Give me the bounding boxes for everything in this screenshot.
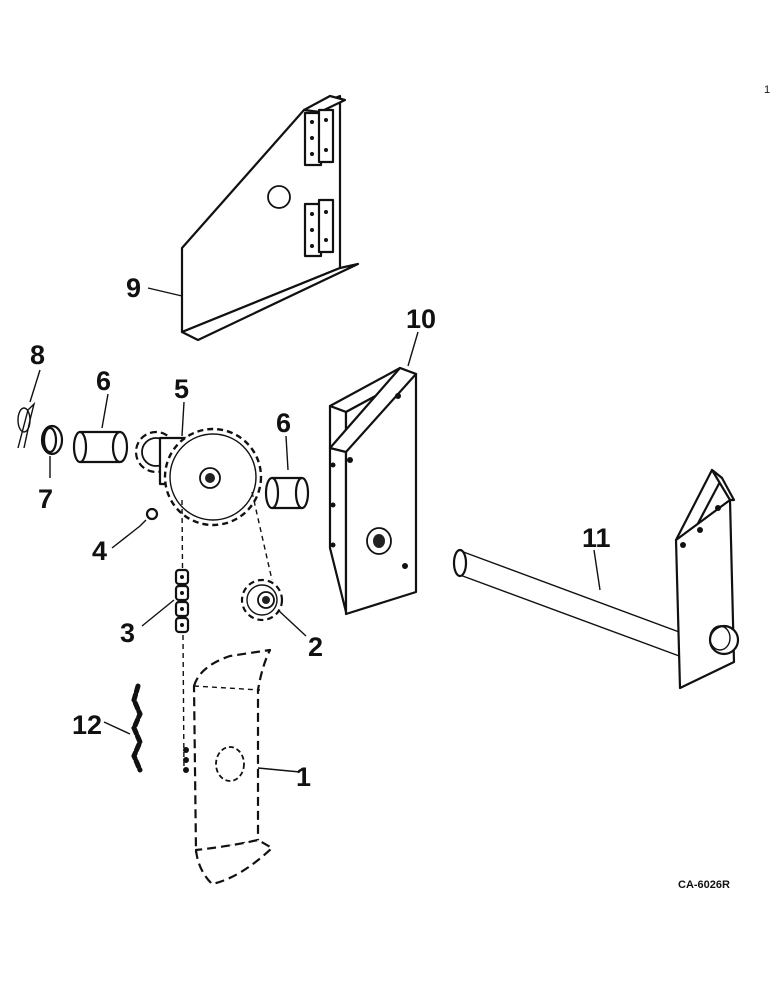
callout-3: 3 bbox=[120, 618, 135, 648]
callout-5: 5 bbox=[174, 374, 189, 404]
part-5-double-sprocket bbox=[134, 427, 263, 527]
part-9-upper-cover bbox=[180, 94, 360, 342]
callout-2: 2 bbox=[308, 632, 323, 662]
callout-8: 8 bbox=[30, 340, 45, 370]
part-1-chain-guard bbox=[192, 648, 274, 886]
callout-11: 11 bbox=[582, 523, 611, 553]
chain-path-left bbox=[181, 499, 185, 771]
callout-12: 12 bbox=[72, 710, 102, 740]
leader-10 bbox=[407, 331, 419, 367]
chain-link-fragment bbox=[183, 747, 189, 773]
callout-6a: 6 bbox=[96, 366, 111, 396]
callout-4: 4 bbox=[92, 536, 107, 566]
leader-11 bbox=[593, 549, 601, 591]
leader-3 bbox=[141, 599, 175, 627]
part-11-shaft-with-bracket bbox=[452, 468, 740, 690]
part-8-cotter-pin bbox=[17, 401, 36, 449]
chain-path-right bbox=[251, 491, 273, 581]
leader-9 bbox=[147, 287, 183, 297]
part-12-chain bbox=[131, 683, 143, 773]
leader-6b bbox=[285, 435, 289, 471]
hinge-bottom-icon bbox=[303, 198, 335, 258]
leader-1 bbox=[257, 767, 301, 773]
large-gear-icon bbox=[163, 427, 263, 527]
leader-4 bbox=[111, 525, 141, 549]
callout-9: 9 bbox=[126, 273, 141, 303]
leader-12 bbox=[103, 721, 131, 735]
callout-7: 7 bbox=[38, 484, 53, 514]
leader-8 bbox=[29, 369, 41, 403]
leader-5 bbox=[181, 401, 185, 437]
leader-6a bbox=[101, 393, 109, 429]
part-6-bushing-right bbox=[264, 476, 310, 510]
hinge-top-icon bbox=[303, 108, 335, 167]
callout-10: 10 bbox=[406, 304, 436, 334]
part-4-link-pin bbox=[139, 507, 159, 527]
part-10-side-plate bbox=[328, 366, 418, 616]
page-mark: 1 bbox=[764, 84, 770, 96]
drawing-code: CA-6026R bbox=[678, 879, 730, 891]
callout-1: 1 bbox=[296, 762, 311, 792]
part-2-small-sprocket bbox=[240, 578, 284, 622]
leader-2 bbox=[277, 609, 307, 637]
part-3-drive-chain bbox=[174, 568, 190, 634]
part-6-bushing-left bbox=[72, 430, 129, 464]
callout-6b: 6 bbox=[276, 408, 291, 438]
part-7-washer bbox=[40, 424, 64, 456]
